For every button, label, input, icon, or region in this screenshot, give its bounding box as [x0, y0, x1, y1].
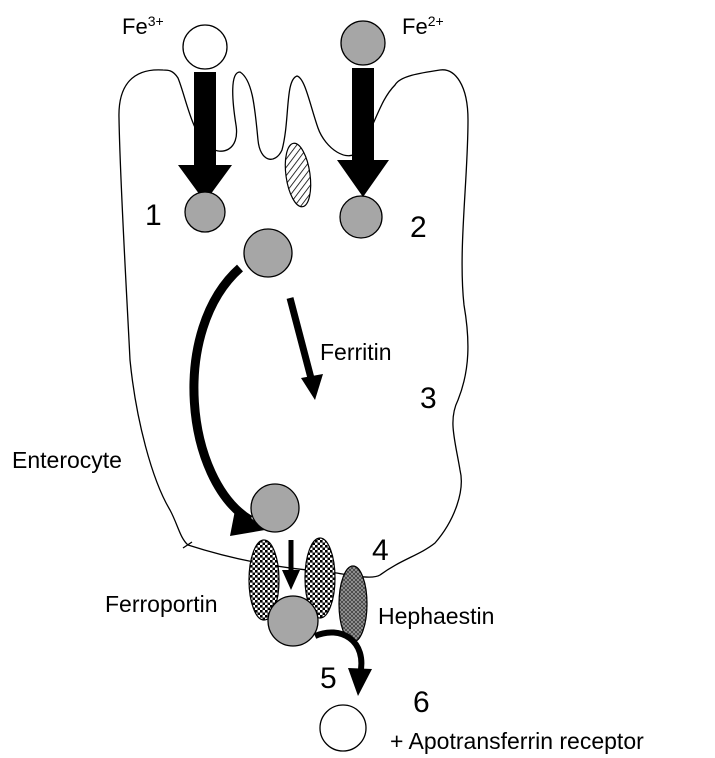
step-5-label: 5	[320, 662, 337, 695]
ferrous-import-arrow	[337, 68, 389, 197]
ferritin-label: Ferritin	[320, 339, 392, 365]
step-3-label: 3	[420, 382, 437, 415]
reduced-iron-circle-1	[185, 192, 225, 232]
ferroportin-label: Ferroportin	[105, 591, 217, 617]
step-4-label: 4	[372, 534, 389, 567]
imported-iron-circle-2	[340, 196, 382, 238]
apotransferrin-receptor-label: + Apotransferrin receptor	[390, 728, 644, 754]
basolateral-iron-circle	[251, 484, 299, 532]
membrane-mark	[183, 542, 192, 548]
step-1-label: 1	[145, 199, 162, 232]
enterocyte-label: Enterocyte	[12, 447, 122, 473]
ferrous-iron-circle	[341, 21, 385, 65]
transferrin-bound-iron-circle	[320, 705, 366, 751]
step-6-label: 6	[413, 686, 430, 719]
exported-iron-circle	[268, 596, 318, 646]
iron-pool-circle	[244, 229, 292, 277]
ferric-ion-label: Fe3+	[122, 13, 164, 39]
ferritin-arrow-shaft	[290, 298, 312, 382]
ferritin-arrow-head	[301, 374, 323, 400]
hephaestin-oval	[339, 566, 367, 642]
step-2-label: 2	[410, 211, 427, 244]
ferrous-ion-label: Fe2+	[402, 13, 444, 39]
export-arrow-head	[282, 570, 300, 590]
transcellular-arrow	[194, 268, 250, 520]
hephaestin-label: Hephaestin	[378, 603, 494, 629]
hatched-transporter	[282, 142, 315, 209]
ferric-iron-circle	[183, 25, 227, 69]
oxidation-arrow-head	[348, 668, 372, 696]
ferric-import-arrow	[178, 72, 232, 202]
